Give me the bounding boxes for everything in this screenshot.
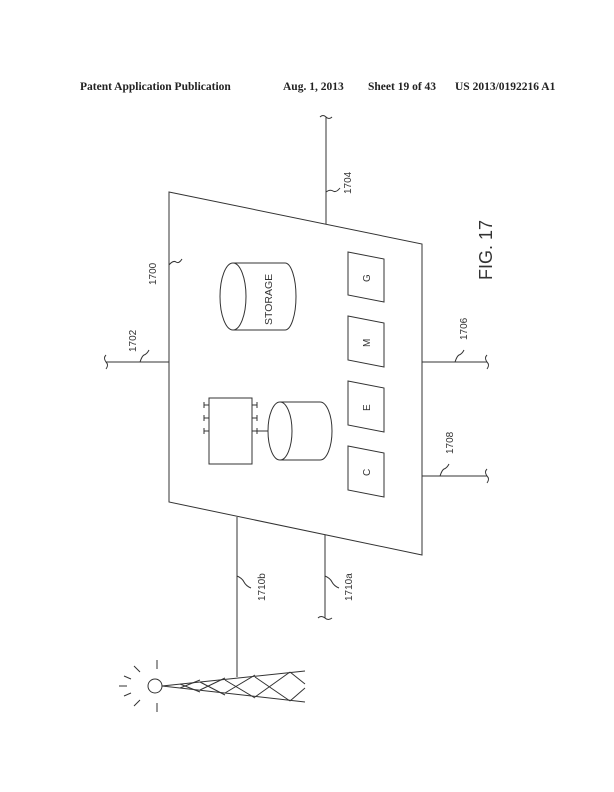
break-mark	[485, 354, 489, 370]
svg-text:M: M	[362, 339, 373, 347]
leader-1704	[325, 187, 341, 193]
module-m: M	[347, 315, 385, 368]
ref-1704: 1704	[343, 171, 354, 194]
ref-1706: 1706	[459, 317, 470, 340]
ref-1710b: 1710b	[257, 573, 268, 601]
module-e: E	[347, 380, 385, 433]
ref-1708: 1708	[445, 431, 456, 454]
sheet-number: Sheet 19 of 43	[368, 81, 437, 93]
svg-text:E: E	[362, 404, 373, 411]
storage-cylinder	[219, 262, 297, 331]
leader-1710b	[236, 575, 252, 589]
platform-1700	[168, 191, 423, 556]
leader-1702	[139, 349, 150, 363]
break-mark	[485, 468, 489, 484]
ref-1700: 1700	[148, 262, 159, 285]
svg-text:G: G	[362, 274, 373, 282]
leader-1706	[454, 349, 465, 363]
break-mark	[317, 616, 333, 620]
storage-label: STORAGE	[263, 274, 275, 325]
memory-cylinder	[267, 401, 333, 461]
break-mark	[319, 115, 333, 119]
publication-date: Aug. 1, 2013	[283, 81, 344, 93]
module-g: G	[347, 251, 385, 303]
leader-1708	[439, 463, 450, 477]
svg-text:C: C	[362, 469, 373, 476]
module-c: C	[347, 445, 385, 498]
leader-1700	[168, 258, 183, 266]
publication-label: Patent Application Publication	[80, 81, 231, 93]
leader-1710a	[324, 575, 340, 589]
processor-chip	[208, 397, 253, 465]
patent-number: US 2013/0192216 A1	[455, 81, 556, 93]
ref-1702: 1702	[128, 329, 139, 352]
figure-label: FIG. 17	[476, 220, 496, 280]
antenna-tower-icon	[119, 660, 306, 712]
break-mark	[104, 354, 108, 370]
ref-1710a: 1710a	[344, 573, 355, 601]
